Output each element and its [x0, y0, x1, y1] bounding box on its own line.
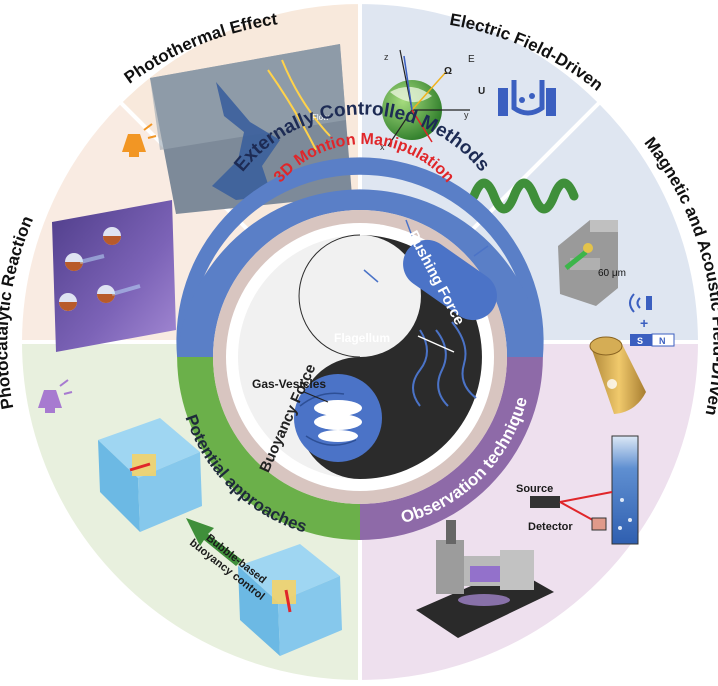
- electrode-icon: [498, 80, 556, 116]
- scale-label: 60 μm: [598, 268, 626, 279]
- ring-potential: [177, 357, 360, 540]
- photocatalytic-illustration: [38, 200, 176, 413]
- flagellum-label: Flagellum: [334, 331, 390, 345]
- flow-label: Flow: [312, 113, 329, 122]
- axis-omega-label: Ω: [444, 66, 452, 77]
- svg-text:+: +: [640, 315, 648, 331]
- gold-microtube: [589, 336, 646, 414]
- cube-top: [98, 418, 202, 532]
- green-arrow: [186, 518, 242, 566]
- bacterium: [363, 219, 497, 407]
- magnetic-illustration: 60 μm + S N: [558, 220, 675, 414]
- axis-u-label: U: [478, 86, 485, 97]
- microrobot-shape: [212, 82, 280, 200]
- helical-microrobot: [469, 178, 579, 214]
- observation-illustration: Source Detector: [416, 435, 639, 638]
- light-icon: [38, 379, 73, 413]
- axis-e-label: E: [468, 54, 475, 65]
- core-yin-yang: [238, 219, 497, 479]
- cube-bottom: [238, 544, 342, 656]
- lamp-icon: [122, 123, 157, 157]
- gas-vesicles-label: Gas-Vesicles: [252, 377, 326, 391]
- microscope: [416, 520, 554, 638]
- photothermal-micrograph-sheen: [150, 44, 346, 150]
- ring-observation: [360, 357, 543, 540]
- svg-text:N: N: [659, 336, 666, 346]
- source-label: Source: [516, 483, 553, 495]
- detector-label: Detector: [528, 521, 573, 533]
- gas-vesicle-cell: [294, 374, 382, 462]
- magnet-icon: S N: [630, 333, 675, 347]
- axis-y-label: y: [464, 110, 469, 120]
- electric-illustration: z x y U Ω E: [380, 49, 579, 214]
- photocatalytic-micrograph: [52, 200, 176, 352]
- detector-device: [591, 517, 607, 531]
- flow-curve: [267, 69, 317, 151]
- source-device: [530, 496, 560, 508]
- axis-z-label: z: [384, 52, 389, 62]
- ultrasound-icon: +: [629, 293, 652, 331]
- axis-x-label: x: [380, 142, 385, 152]
- flow-curve-2: [281, 59, 331, 137]
- cuvette: [611, 435, 639, 545]
- svg-text:S: S: [637, 336, 643, 346]
